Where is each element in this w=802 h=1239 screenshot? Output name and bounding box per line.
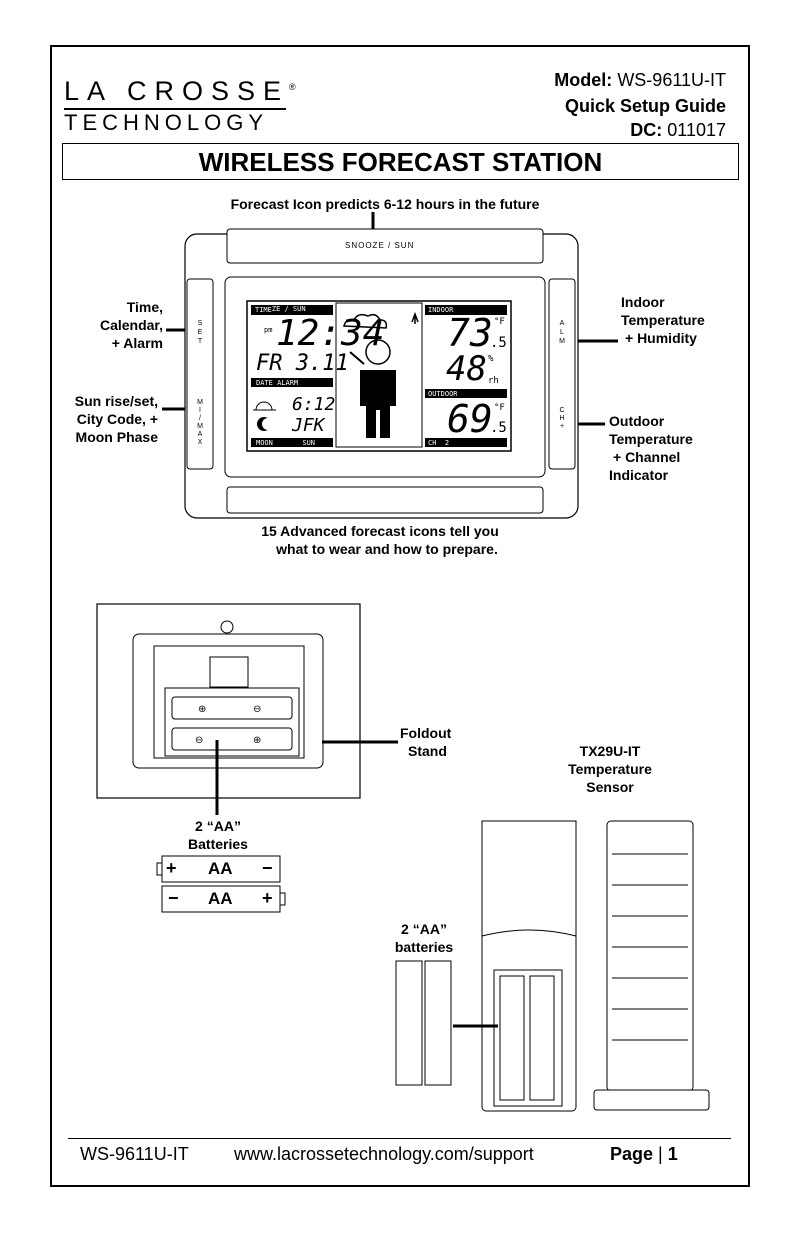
registered-mark: ® — [289, 82, 296, 92]
model-line: Model: WS-9611U-IT — [554, 70, 726, 90]
footer-page: Page | 1 — [610, 1144, 678, 1164]
callout-time: Time,Calendar,+ Alarm — [99, 299, 163, 351]
svg-text:L: L — [560, 329, 564, 336]
callout-forecast-icon: Forecast Icon predicts 6-12 hours in the… — [230, 196, 540, 212]
dc-line: DC: 011017 — [630, 120, 726, 140]
lcd-channel: CH 2 — [428, 439, 450, 447]
lcd-date-alarm: DATE ALARM — [256, 379, 299, 387]
brand-logo-line1: LA CROSSE — [64, 76, 290, 106]
svg-text:I: I — [199, 407, 201, 414]
battery2-aa: AA — [208, 889, 233, 908]
svg-text:/: / — [199, 415, 201, 422]
battery2-plus: + — [262, 888, 273, 908]
lcd-moon-sun: MOON SUN — [256, 439, 316, 447]
lcd-pm: pm — [264, 326, 273, 334]
battery1-aa: AA — [208, 859, 233, 878]
svg-text:M: M — [197, 399, 203, 406]
lcd-indoor-unit: °F — [494, 317, 505, 327]
lcd-date: FR 3.11 — [256, 351, 349, 376]
battery2-minus: − — [168, 888, 179, 908]
battery1-plus: + — [166, 858, 177, 878]
lcd-pct: % — [488, 354, 494, 364]
svg-text:+: + — [560, 423, 564, 430]
lcd-time-label: TIME — [255, 306, 272, 314]
lcd-outdoor-label: OUTDOOR — [428, 390, 458, 398]
svg-text:S: S — [198, 320, 203, 327]
svg-text:⊖: ⊖ — [195, 735, 203, 746]
svg-text:A: A — [560, 320, 565, 327]
lcd-display: SNOOZE / SUN SNOOZE / SUN TIME pm 12:34 … — [0, 0, 802, 600]
guide-title: Quick Setup Guide — [564, 96, 726, 116]
lcd-rh: rh — [488, 376, 499, 386]
page-border — [50, 45, 750, 1187]
lcd-sun-time: 6:12 — [292, 394, 336, 415]
brand-logo-line2: TECHNOLOGY — [64, 110, 269, 135]
lcd-outdoor-decimal: .5 — [490, 420, 507, 436]
snooze-button[interactable]: SNOOZE / SUN — [345, 241, 415, 250]
callout-sensor-batteries: 2 “AA”batteries — [394, 921, 454, 955]
page-title: WIRELESS FORECAST STATION — [62, 143, 739, 180]
lcd-time-label-unused: SNOOZE / SUN — [255, 305, 306, 313]
lcd-outdoor-temp: 69 — [447, 397, 493, 441]
lcd-humidity: 48 — [446, 349, 487, 389]
lcd-indoor-label: INDOOR — [428, 306, 454, 314]
lcd-outdoor-unit: °F — [494, 403, 505, 413]
svg-text:C: C — [559, 407, 564, 414]
lcd-time: 12:34 — [276, 313, 385, 354]
lcd-city: JFK — [292, 415, 325, 436]
callout-sun: Sun rise/set,City Code, +Moon Phase — [74, 393, 158, 445]
brand-rule — [64, 108, 286, 110]
svg-text:⊕: ⊕ — [253, 735, 261, 746]
footer-url[interactable]: www.lacrossetechnology.com/support — [234, 1144, 534, 1164]
callout-batteries: 2 “AA”Batteries — [188, 818, 248, 852]
svg-text:M: M — [559, 338, 565, 345]
footer-rule — [68, 1138, 731, 1139]
svg-text:T: T — [198, 338, 203, 345]
svg-text:⊕: ⊕ — [198, 704, 206, 715]
battery1-minus: − — [262, 858, 273, 878]
svg-text:M: M — [197, 423, 203, 430]
svg-text:A: A — [198, 431, 203, 438]
lcd-indoor-temp: 73 — [447, 311, 493, 355]
svg-text:H: H — [559, 415, 564, 422]
lcd-indoor-decimal: .5 — [490, 335, 507, 351]
svg-text:X: X — [198, 439, 203, 446]
svg-text:⊖: ⊖ — [253, 704, 261, 715]
footer-model: WS-9611U-IT — [80, 1144, 189, 1164]
svg-text:E: E — [198, 329, 203, 336]
